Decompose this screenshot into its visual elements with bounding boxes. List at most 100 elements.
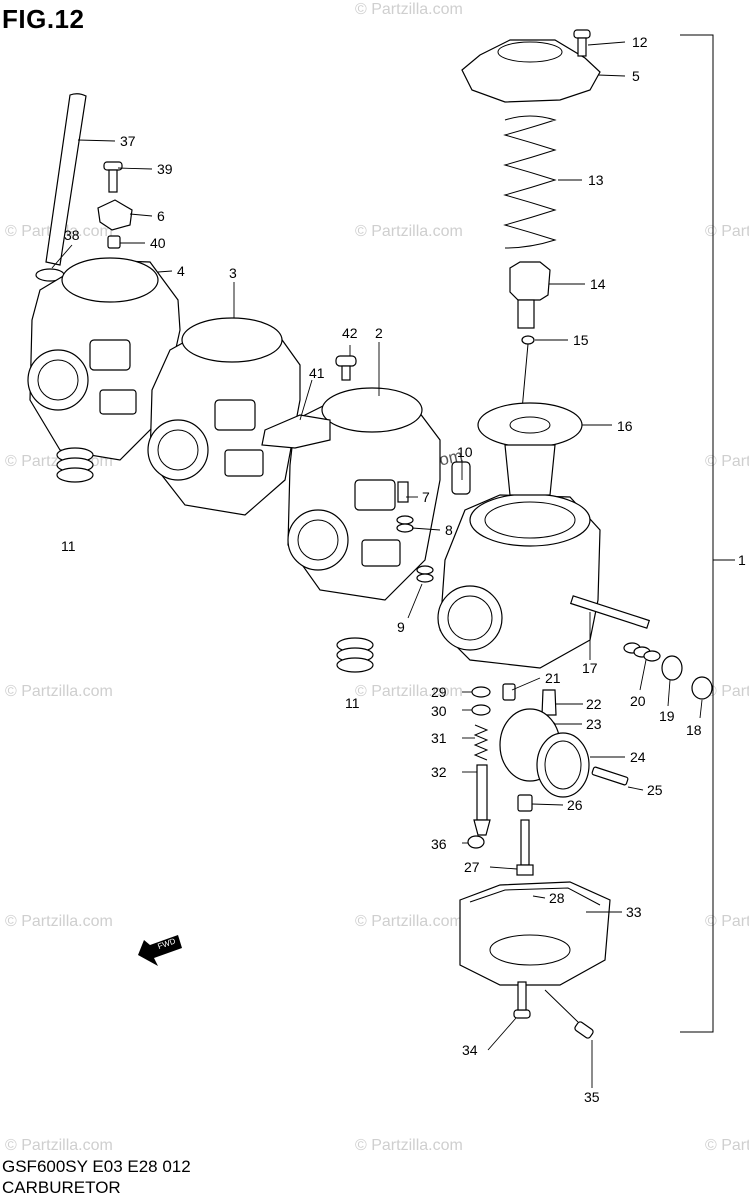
screw-part (513, 981, 531, 1019)
callout-27: 27 (464, 859, 480, 875)
spring-part (503, 115, 557, 249)
washer (471, 686, 491, 698)
watermark: © Partzilla.com (5, 683, 113, 700)
throttle-shaft (569, 595, 651, 629)
figure-code: GSF600SY E03 E28 012 (2, 1157, 191, 1176)
float-bowl (459, 881, 611, 986)
nut-part (502, 683, 516, 701)
watermark: © Partzilla.com (705, 913, 749, 930)
watermark: © Partzilla.com (5, 913, 113, 930)
carburetor-unit-2 (287, 387, 441, 601)
float-chamber-cover (499, 708, 590, 798)
screw-part (397, 481, 409, 503)
callout-12: 12 (632, 34, 648, 50)
o-ring (471, 704, 491, 716)
callout-37: 37 (120, 133, 136, 149)
carburetor-unit-3 (147, 317, 301, 516)
callout-19: 19 (659, 708, 675, 724)
callout-2: 2 (375, 325, 383, 341)
watermark: © Partzilla.com (705, 683, 749, 700)
leader-lines (51, 41, 703, 1088)
drain-screw (544, 989, 594, 1039)
callout-30: 30 (431, 703, 447, 719)
watermark: © Partzilla.com (355, 1, 463, 18)
callout-9: 9 (397, 619, 405, 635)
callout-36: 36 (431, 836, 447, 852)
assembly-bracket (680, 34, 714, 1033)
callout-7: 7 (422, 489, 430, 505)
callout-17: 17 (582, 660, 598, 676)
callout-41: 41 (309, 365, 325, 381)
watermark: © Partzilla.com (355, 1137, 463, 1154)
spring-part (473, 724, 489, 761)
watermark: © Partzilla.com (355, 913, 463, 930)
o-ring (107, 235, 121, 249)
callout-40: 40 (150, 235, 166, 251)
callout-11b: 11 (345, 695, 360, 711)
callout-5: 5 (632, 68, 640, 84)
callout-14: 14 (590, 276, 606, 292)
spring-part-left (56, 447, 94, 483)
jet-needle (521, 335, 535, 411)
diaphragm-piston (477, 402, 583, 496)
watermark: © Partzilla.com (355, 683, 463, 700)
watermark: © Partzilla.com (705, 223, 749, 240)
callout-32: 32 (431, 764, 447, 780)
link-bracket (261, 414, 331, 449)
watermark: © Partzilla.com (355, 223, 463, 240)
callout-13: 13 (588, 172, 604, 188)
elbow-fitting (97, 199, 133, 231)
callout-11a: 11 (61, 538, 76, 554)
carburetor-body (437, 493, 601, 669)
callout-25: 25 (647, 782, 663, 798)
callout-20: 20 (630, 693, 646, 709)
nut-part (517, 794, 533, 812)
spring-part-center (336, 637, 374, 673)
callout-29: 29 (431, 684, 447, 700)
pilot-jet (541, 689, 557, 716)
cap-part (691, 676, 713, 700)
callout-6: 6 (157, 208, 165, 224)
screw-part (103, 161, 123, 193)
watermark: © Partzilla.com (5, 1137, 113, 1154)
main-jet (516, 819, 534, 876)
float-needle-valve (473, 764, 491, 836)
screw-part (335, 355, 357, 381)
float-pin (591, 766, 629, 786)
callout-26: 26 (567, 797, 583, 813)
callout-33: 33 (626, 904, 642, 920)
callout-8: 8 (445, 522, 453, 538)
callout-18: 18 (686, 722, 702, 738)
callout-21: 21 (545, 670, 561, 686)
carburetor-unit-4 (27, 257, 181, 461)
callout-22: 22 (586, 696, 602, 712)
fuel-hose (45, 93, 87, 266)
callout-42: 42 (342, 325, 358, 341)
spring-part (416, 565, 434, 583)
figure-name: CARBURETOR (2, 1178, 121, 1197)
needle-retainer (509, 261, 551, 329)
callout-4: 4 (177, 263, 185, 279)
callout-15: 15 (573, 332, 589, 348)
callout-3: 3 (229, 265, 237, 281)
callout-34: 34 (462, 1042, 478, 1058)
callout-28: 28 (549, 890, 565, 906)
top-cap (461, 39, 601, 103)
callout-23: 23 (586, 716, 602, 732)
pilot-screw-seal (661, 655, 683, 681)
callout-24: 24 (630, 749, 646, 765)
callout-10: 10 (457, 444, 473, 460)
figure-title: FIG.12 (2, 4, 85, 34)
callout-38: 38 (64, 227, 80, 243)
forward-arrow-icon: FWD (138, 935, 182, 966)
screw-part (573, 29, 591, 57)
callout-assembly: 1 (738, 552, 746, 568)
o-ring (467, 835, 485, 849)
callout-16: 16 (617, 418, 633, 434)
watermark: © Partzilla.com (705, 1137, 749, 1154)
spring-part (623, 642, 661, 662)
callout-31: 31 (431, 730, 447, 746)
callout-39: 39 (157, 161, 173, 177)
watermark: © Partzilla.com (705, 453, 749, 470)
